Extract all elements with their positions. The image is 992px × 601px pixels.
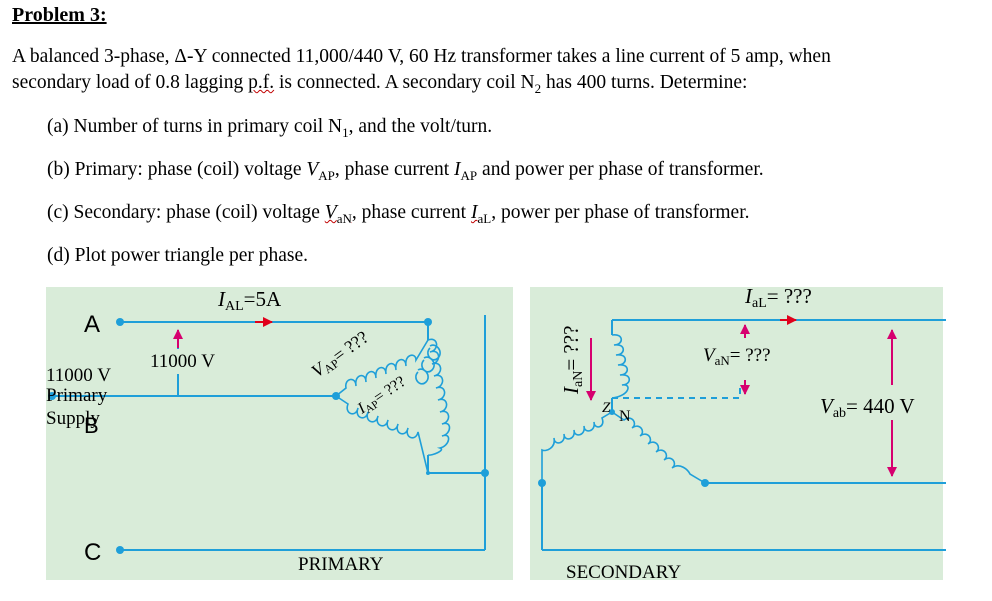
question-b-i: I	[454, 159, 461, 180]
question-c-v-group: VaN	[324, 202, 352, 226]
question-a-sub: 1	[342, 124, 349, 140]
problem-heading: Problem 3:	[12, 4, 107, 26]
question-d: (d) Plot power triangle per phase.	[47, 244, 308, 268]
primary-coil-right	[427, 338, 451, 456]
problem-statement: A balanced 3-phase, Δ-Y connected 11,000…	[12, 44, 972, 102]
supply-label-1: Primary	[46, 385, 108, 406]
question-c-i-sub: aL	[477, 210, 492, 226]
question-b-v-sub: AP	[318, 167, 335, 183]
question-b-suffix: and power per phase of transformer.	[477, 159, 764, 180]
question-a-prefix: (a) Number of turns in primary coil N	[47, 116, 343, 137]
question-c-v: V	[324, 202, 337, 223]
supply-label-2: Supply	[46, 408, 100, 429]
primary-wiring	[52, 315, 486, 551]
intro-pf: p.f.	[248, 72, 275, 93]
primary-coil-lower	[335, 395, 429, 474]
v-ab-label: Vab= 440 V	[820, 394, 915, 421]
secondary-line-current-label: IaL= ???	[744, 285, 812, 311]
primary-line-current-label: IAL=5A	[217, 287, 282, 314]
primary-panel	[46, 287, 513, 580]
intro-line-2a: secondary load of 0.8 lagging	[12, 72, 249, 93]
secondary-coil-Nb	[611, 411, 706, 484]
node-B-label: B	[84, 413, 99, 438]
question-c-mid: , phase current	[351, 202, 471, 223]
question-c-prefix: (c) Secondary: phase (coil) voltage	[47, 202, 325, 223]
primary-voltage-label: 11000 V	[150, 351, 215, 372]
question-c-i: I	[470, 202, 478, 223]
node-C-label: C	[84, 539, 101, 566]
secondary-coil-aN	[611, 334, 631, 399]
supply-voltage-label: 11000 V	[46, 365, 111, 386]
secondary-caption: SECONDARY	[566, 562, 681, 583]
question-c-v-sub: aN	[336, 210, 352, 226]
transformer-diagram: A B C 11000 V Primary Supply 11000 V IAL…	[46, 285, 946, 583]
secondary-coil-Nc	[541, 411, 613, 483]
question-d-text: (d) Plot power triangle per phase.	[47, 245, 309, 266]
secondary-nodes	[538, 409, 709, 487]
question-b-v: V	[306, 159, 319, 180]
question-c-suffix: , power per phase of transformer.	[491, 202, 750, 223]
intro-line-1: A balanced 3-phase, Δ-Y connected 11,000…	[12, 46, 831, 67]
node-Z-label: Z	[602, 400, 611, 416]
intro-line-2b: is connected. A secondary coil N	[274, 72, 535, 93]
secondary-panel	[530, 287, 943, 580]
question-a: (a) Number of turns in primary coil N1, …	[47, 115, 492, 145]
question-c-i-group: IaL	[470, 202, 492, 226]
intro-sub: 2	[534, 80, 542, 96]
primary-caption: PRIMARY	[298, 554, 384, 575]
v-an-label: VaN= ???	[703, 345, 771, 368]
primary-coil-upper	[335, 339, 429, 397]
question-b: (b) Primary: phase (coil) voltage VAP, p…	[47, 158, 764, 188]
intro-line-2c: has 400 turns. Determine:	[541, 72, 748, 93]
question-b-i-sub: AP	[460, 167, 478, 183]
question-b-mid: , phase current	[334, 159, 455, 180]
primary-nodes	[48, 318, 489, 554]
question-c: (c) Secondary: phase (coil) voltage VaN,…	[47, 201, 749, 231]
question-a-suffix: , and the volt/turn.	[348, 116, 493, 137]
node-A-label: A	[84, 311, 100, 338]
question-b-prefix: (b) Primary: phase (coil) voltage	[47, 159, 307, 180]
neutral-N-label: N	[619, 408, 631, 425]
i-an-label: IaN= ???	[559, 326, 586, 395]
